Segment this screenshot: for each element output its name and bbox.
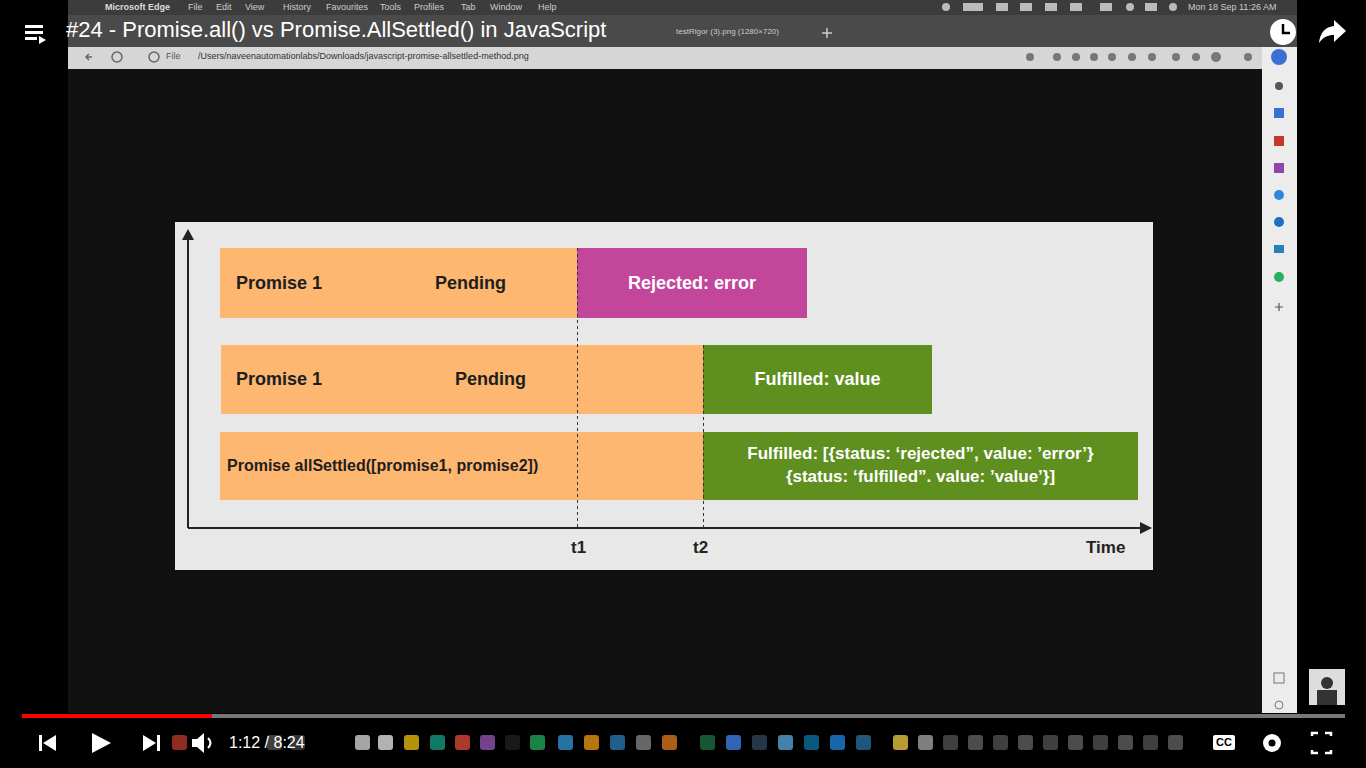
- progress-track: [22, 714, 1345, 718]
- video-title: #24 - Promise.all() vs Promise.AllSettle…: [66, 17, 606, 43]
- pending-bar: Promise 1 Pending: [220, 248, 577, 318]
- menu-item: Microsoft Edge: [105, 2, 170, 13]
- node-label: Fulfilled: [{status: ‘rejected”, value: …: [721, 443, 1121, 489]
- node-label: Promise 1: [236, 367, 322, 391]
- t1-marker: [577, 248, 578, 528]
- clock-text: Mon 18 Sep 11:26 AM: [1188, 2, 1276, 13]
- captions-button: CC: [1213, 735, 1235, 750]
- menu-item: Window: [490, 2, 522, 13]
- playlist-icon: [25, 25, 46, 44]
- time-display: 1:12 / 8:24: [229, 733, 305, 752]
- presenter-head: [1321, 677, 1333, 689]
- time-mark: t1: [571, 538, 586, 558]
- node-label: Fulfilled: value: [754, 367, 880, 391]
- menu-item: Tab: [461, 2, 476, 13]
- menu-item: History: [283, 2, 311, 13]
- side-bar: [1262, 47, 1297, 713]
- node-label: Promise allSettled([promise1, promise2]): [227, 455, 538, 477]
- url-scheme: File: [166, 51, 181, 62]
- node-label: Promise 1: [236, 271, 322, 295]
- menu-item: View: [245, 2, 264, 13]
- allsettled-bar: Promise allSettled([promise1, promise2]): [220, 432, 703, 500]
- node-label: Rejected: error: [628, 271, 756, 295]
- menu-item: Help: [538, 2, 557, 13]
- time-axes: [182, 229, 1152, 534]
- axis-label: Time: [1086, 538, 1125, 558]
- t2-marker: [703, 345, 704, 528]
- clock-icon: [1270, 19, 1296, 45]
- tab-plus: [822, 28, 832, 38]
- menu-item: Favourites: [326, 2, 368, 13]
- state-label: Pending: [435, 271, 506, 295]
- pending-bar: Promise 1 Pending: [221, 345, 703, 414]
- time-mark: t2: [693, 538, 708, 558]
- menu-item: File: [188, 2, 203, 13]
- tab-title: testRigor (3).png (1280×720): [676, 27, 779, 37]
- toolbar-icons: [1026, 49, 1287, 65]
- menu-item: Profiles: [414, 2, 444, 13]
- nav-icons: [86, 52, 159, 62]
- sidebar-icons: [1274, 82, 1284, 709]
- menu-item: Tools: [380, 2, 401, 13]
- player-controls: [39, 733, 1331, 753]
- fulfilled-box: Fulfilled: value: [703, 345, 932, 414]
- presenter-thumb: [1309, 669, 1345, 705]
- state-label: Pending: [455, 367, 526, 391]
- url-text: /Users/naveenautomationlabs/Downloads/ja…: [198, 51, 529, 62]
- presenter-body: [1317, 690, 1337, 705]
- progress-played: [22, 714, 212, 718]
- dock-icons: [172, 735, 1183, 750]
- status-icons: [942, 3, 1177, 11]
- rejected-box: Rejected: error: [577, 248, 807, 318]
- share-icon: [1319, 20, 1346, 43]
- menu-item: Edit: [216, 2, 232, 13]
- result-box: Fulfilled: [{status: ‘rejected”, value: …: [703, 432, 1138, 500]
